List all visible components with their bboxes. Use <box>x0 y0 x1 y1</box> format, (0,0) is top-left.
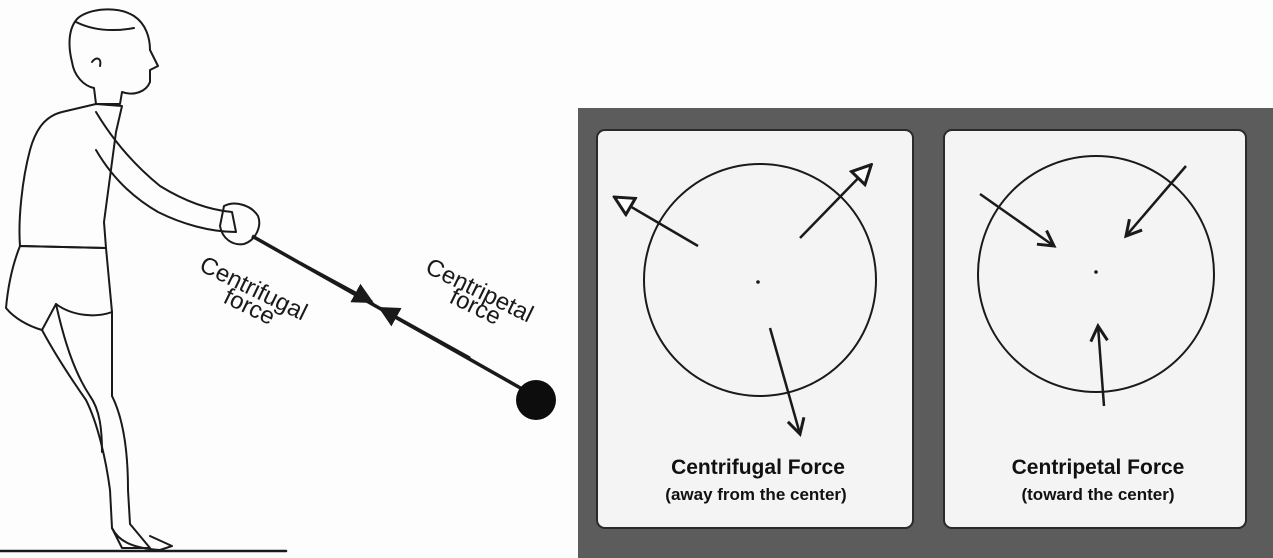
hammer-ball <box>516 380 556 420</box>
centrifugal-center-dot <box>756 280 760 284</box>
centripetal-panel-title: Centripetal Force <box>1012 456 1185 479</box>
centripetal-arrow <box>380 308 470 358</box>
thrower-ear <box>92 59 100 66</box>
thrower-head <box>70 9 158 104</box>
thrower-back-leg <box>42 312 150 548</box>
thrower-hairline <box>76 22 134 30</box>
centrifugal-panel-title: Centrifugal Force <box>671 456 845 479</box>
thrower-front-leg <box>56 304 102 452</box>
centripetal-panel-subtitle: (toward the center) <box>1021 485 1174 504</box>
centripetal-panel: Centripetal Force (toward the center) <box>944 130 1246 528</box>
centrifugal-panel: Centrifugal Force (away from the center) <box>597 130 913 528</box>
thrower-torso <box>19 104 122 248</box>
centrifugal-panel-subtitle: (away from the center) <box>665 485 846 504</box>
centrifugal-arrow <box>300 263 372 302</box>
centripetal-center-dot <box>1094 270 1098 274</box>
